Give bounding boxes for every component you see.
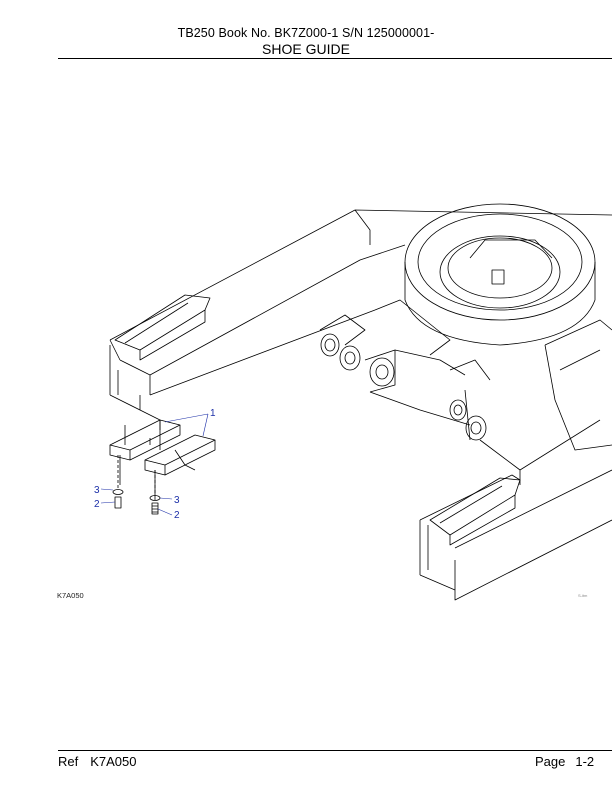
callout-labels: 1 3 2 3 2 xyxy=(94,408,216,521)
callout-2-right: 2 xyxy=(174,510,180,521)
ref-value: K7A050 xyxy=(90,754,137,769)
drawing-signature: S-itm xyxy=(578,593,588,598)
footer-page-number: Page 1-2 xyxy=(535,754,594,769)
callout-3-right: 3 xyxy=(174,495,180,506)
header-divider xyxy=(58,58,612,59)
section-title: SHOE GUIDE xyxy=(262,41,350,57)
page-value: 1-2 xyxy=(575,754,595,769)
page-label: Page xyxy=(535,754,566,769)
footer-reference: Ref K7A050 xyxy=(58,754,137,769)
footer-divider xyxy=(58,750,612,751)
ref-label: Ref xyxy=(58,754,79,769)
callout-2-left: 2 xyxy=(94,499,100,510)
callout-leaders xyxy=(100,413,209,516)
figure-reference-code: K7A050 xyxy=(57,591,84,600)
book-info-header: TB250 Book No. BK7Z000-1 S/N 125000001- xyxy=(177,26,435,40)
callout-1: 1 xyxy=(210,408,216,419)
callout-3-left: 3 xyxy=(94,485,100,496)
track-frame-line-art xyxy=(109,203,612,601)
